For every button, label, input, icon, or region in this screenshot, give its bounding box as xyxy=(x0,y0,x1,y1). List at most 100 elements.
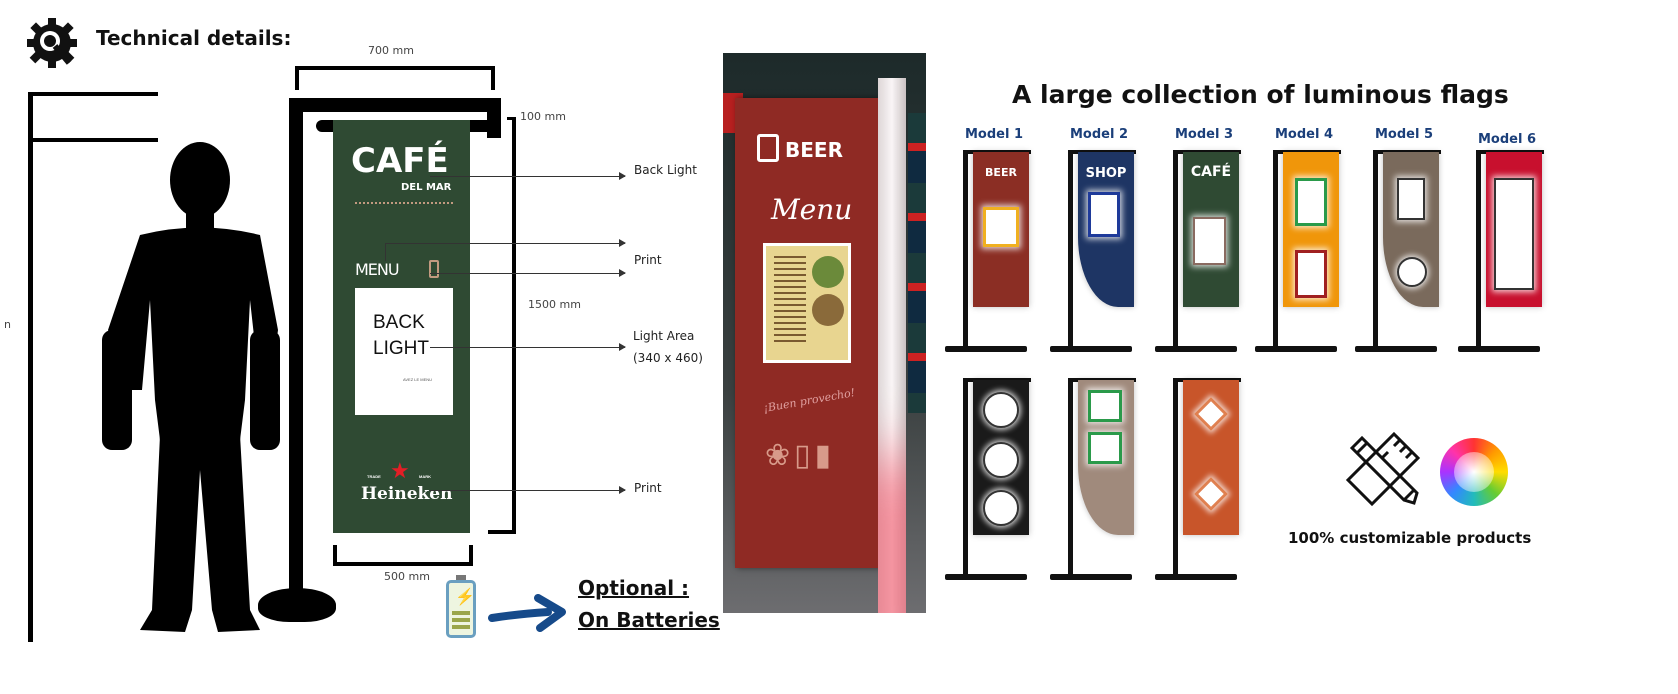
model-flag-stand[interactable]: SHOP xyxy=(1050,150,1150,360)
arrow-print-top xyxy=(385,239,626,247)
height-bracket-bottom xyxy=(488,530,516,534)
banner-brand: CAFÉ xyxy=(351,141,449,181)
model-flag-stand[interactable] xyxy=(945,378,1045,588)
banner-menu: MENU xyxy=(355,260,400,279)
flag-banner xyxy=(1283,152,1339,307)
label-light-area: Light Area xyxy=(633,329,695,343)
arm-height-label: 100 mm xyxy=(520,110,566,123)
wave-decoration xyxy=(355,198,453,204)
gear-wrench-icon xyxy=(22,16,82,70)
model-flag-stand[interactable] xyxy=(1155,378,1255,588)
collection-title: A large collection of luminous flags xyxy=(1012,80,1509,109)
label-print-2: Print xyxy=(634,481,662,495)
photo-pole xyxy=(878,78,906,613)
flag-banner: BEER xyxy=(973,152,1029,307)
flag-banner: SHOP xyxy=(1078,152,1134,307)
stand-pole xyxy=(1068,150,1073,350)
person-silhouette xyxy=(100,140,285,635)
window-text-1: BACK xyxy=(373,312,425,333)
photo-menu-card xyxy=(763,243,851,363)
batteries-label: On Batteries xyxy=(578,608,720,632)
arrow-print-2 xyxy=(430,486,626,494)
height-bracket-right xyxy=(512,117,516,533)
battery-icon: ⚡ xyxy=(446,575,476,638)
flag-text: BEER xyxy=(985,166,1017,179)
photo-banner-title: BEER xyxy=(785,138,843,162)
height-bracket-top xyxy=(507,117,515,120)
model-flag-stand[interactable]: CAFÉ xyxy=(1155,150,1255,360)
flag-text: CAFÉ xyxy=(1190,164,1232,180)
model-flag-stand[interactable] xyxy=(1355,150,1455,360)
model-flag-stand[interactable] xyxy=(1255,150,1355,360)
model-label: Model 5 xyxy=(1375,127,1434,142)
label-print-1: Print xyxy=(634,253,662,267)
flag-banner xyxy=(1183,380,1239,535)
customizable-text: 100% customizable products xyxy=(1288,529,1532,547)
banner-height-label: 1500 mm xyxy=(528,298,581,311)
stand-pole xyxy=(1173,378,1178,578)
star-icon: ★ xyxy=(390,458,410,483)
model-label: Model 1 xyxy=(965,127,1024,142)
flag-banner xyxy=(1486,152,1542,307)
model-flag-stand[interactable]: BEER xyxy=(945,150,1045,360)
color-wheel-icon xyxy=(1440,438,1508,506)
flag-text: SHOP xyxy=(1085,166,1127,181)
width-bracket-left xyxy=(295,66,299,90)
sponsor-logo: Heineken xyxy=(361,484,453,504)
arrow-light-area xyxy=(430,343,626,351)
person-height-label: n xyxy=(4,318,11,331)
bracket-top-line xyxy=(28,92,158,96)
stand-base xyxy=(1458,346,1540,352)
mark-text: MARK xyxy=(419,474,431,479)
window-small-text: AVEZ LE MENU xyxy=(403,377,433,382)
banner: CAFÉ DEL MAR MENU BACK LIGHT AVEZ LE MEN… xyxy=(333,120,470,533)
photo-banner-footer: ¡Buen provecho! xyxy=(762,386,857,415)
arrow-right-icon xyxy=(488,594,568,639)
model-label: Model 3 xyxy=(1175,127,1234,142)
stand-base xyxy=(1155,574,1237,580)
flag-banner: CAFÉ xyxy=(1183,152,1239,307)
photo-banner: BEER Menu ¡Buen provecho! ❀▯▮ xyxy=(735,98,880,568)
window: BACK LIGHT AVEZ LE MENU xyxy=(355,288,453,415)
stand-base xyxy=(1155,346,1237,352)
stand-arm xyxy=(289,98,501,112)
bolt-icon: ⚡ xyxy=(455,589,475,606)
model-flag-stand[interactable] xyxy=(1458,150,1558,360)
product-photo: BEER Menu ¡Buen provecho! ❀▯▮ xyxy=(723,53,926,613)
arrow-print-stem xyxy=(385,243,386,261)
width-bracket-right xyxy=(491,66,495,90)
model-flag-stand[interactable] xyxy=(1050,378,1150,588)
model-label: Model 2 xyxy=(1070,127,1129,142)
banner-brand-sub: DEL MAR xyxy=(401,182,452,193)
beer-icon xyxy=(429,260,439,278)
width-bottom-left xyxy=(333,545,337,565)
optional-label: Optional : xyxy=(578,576,690,600)
width-bottom-bracket xyxy=(333,562,473,566)
width-bottom-right xyxy=(469,545,473,565)
stand-pole xyxy=(289,98,303,593)
bracket-line xyxy=(28,138,158,142)
stand-base xyxy=(1355,346,1437,352)
stand-base xyxy=(945,346,1027,352)
stand-base xyxy=(1050,574,1132,580)
stand-base xyxy=(945,574,1027,580)
stand-pole xyxy=(1476,150,1481,350)
arrow-print-bottom xyxy=(430,269,626,277)
height-bracket xyxy=(28,92,33,642)
stand-pole xyxy=(1373,150,1378,350)
arrow-back-light xyxy=(430,172,626,180)
stand-pole xyxy=(1273,150,1278,350)
trade-text: TRADE xyxy=(367,474,381,479)
label-light-area-size: (340 x 460) xyxy=(633,351,703,365)
stand-pole xyxy=(963,378,968,578)
width-bottom-label: 500 mm xyxy=(384,570,430,583)
stand-pole xyxy=(963,150,968,350)
flag-banner xyxy=(973,380,1029,535)
width-top-label: 700 mm xyxy=(368,44,414,57)
page-title: Technical details: xyxy=(96,26,292,50)
photo-banner-script: Menu xyxy=(771,193,853,226)
stand-base xyxy=(1050,346,1132,352)
label-back-light: Back Light xyxy=(634,163,697,177)
stand-base xyxy=(1255,346,1337,352)
width-bracket xyxy=(295,66,495,70)
